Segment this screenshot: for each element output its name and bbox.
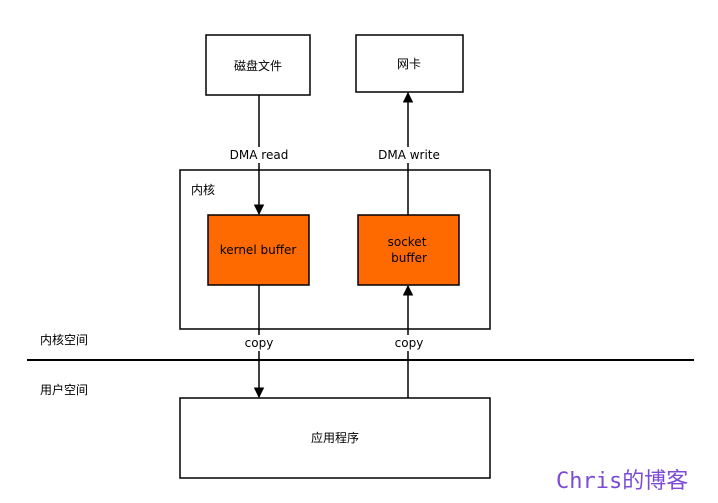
socket-buffer-node: socket buffer [357, 214, 460, 286]
kernel-space-label: 内核空间 [40, 333, 88, 347]
socket-buffer-label-line2: buffer [391, 251, 427, 265]
copy-up-label: copy [395, 336, 424, 350]
nic-label: 网卡 [397, 57, 421, 71]
kernel-buffer-label: kernel buffer [220, 243, 297, 257]
user-space-label: 用户空间 [40, 382, 88, 397]
disk-file-node: 磁盘文件 [205, 34, 311, 96]
nic-node: 网卡 [355, 34, 464, 93]
kernel-label: 内核 [191, 183, 215, 197]
copy-down-label: copy [245, 336, 274, 350]
watermark: Chris的博客 [556, 469, 689, 494]
dma-write-label: DMA write [378, 148, 440, 162]
disk-file-label: 磁盘文件 [234, 58, 282, 73]
socket-buffer-label-line1: socket [388, 235, 427, 249]
kernel-buffer-node: kernel buffer [207, 214, 310, 286]
dma-read-label: DMA read [230, 148, 289, 162]
application-label: 应用程序 [311, 430, 359, 445]
application-node: 应用程序 [179, 397, 491, 479]
